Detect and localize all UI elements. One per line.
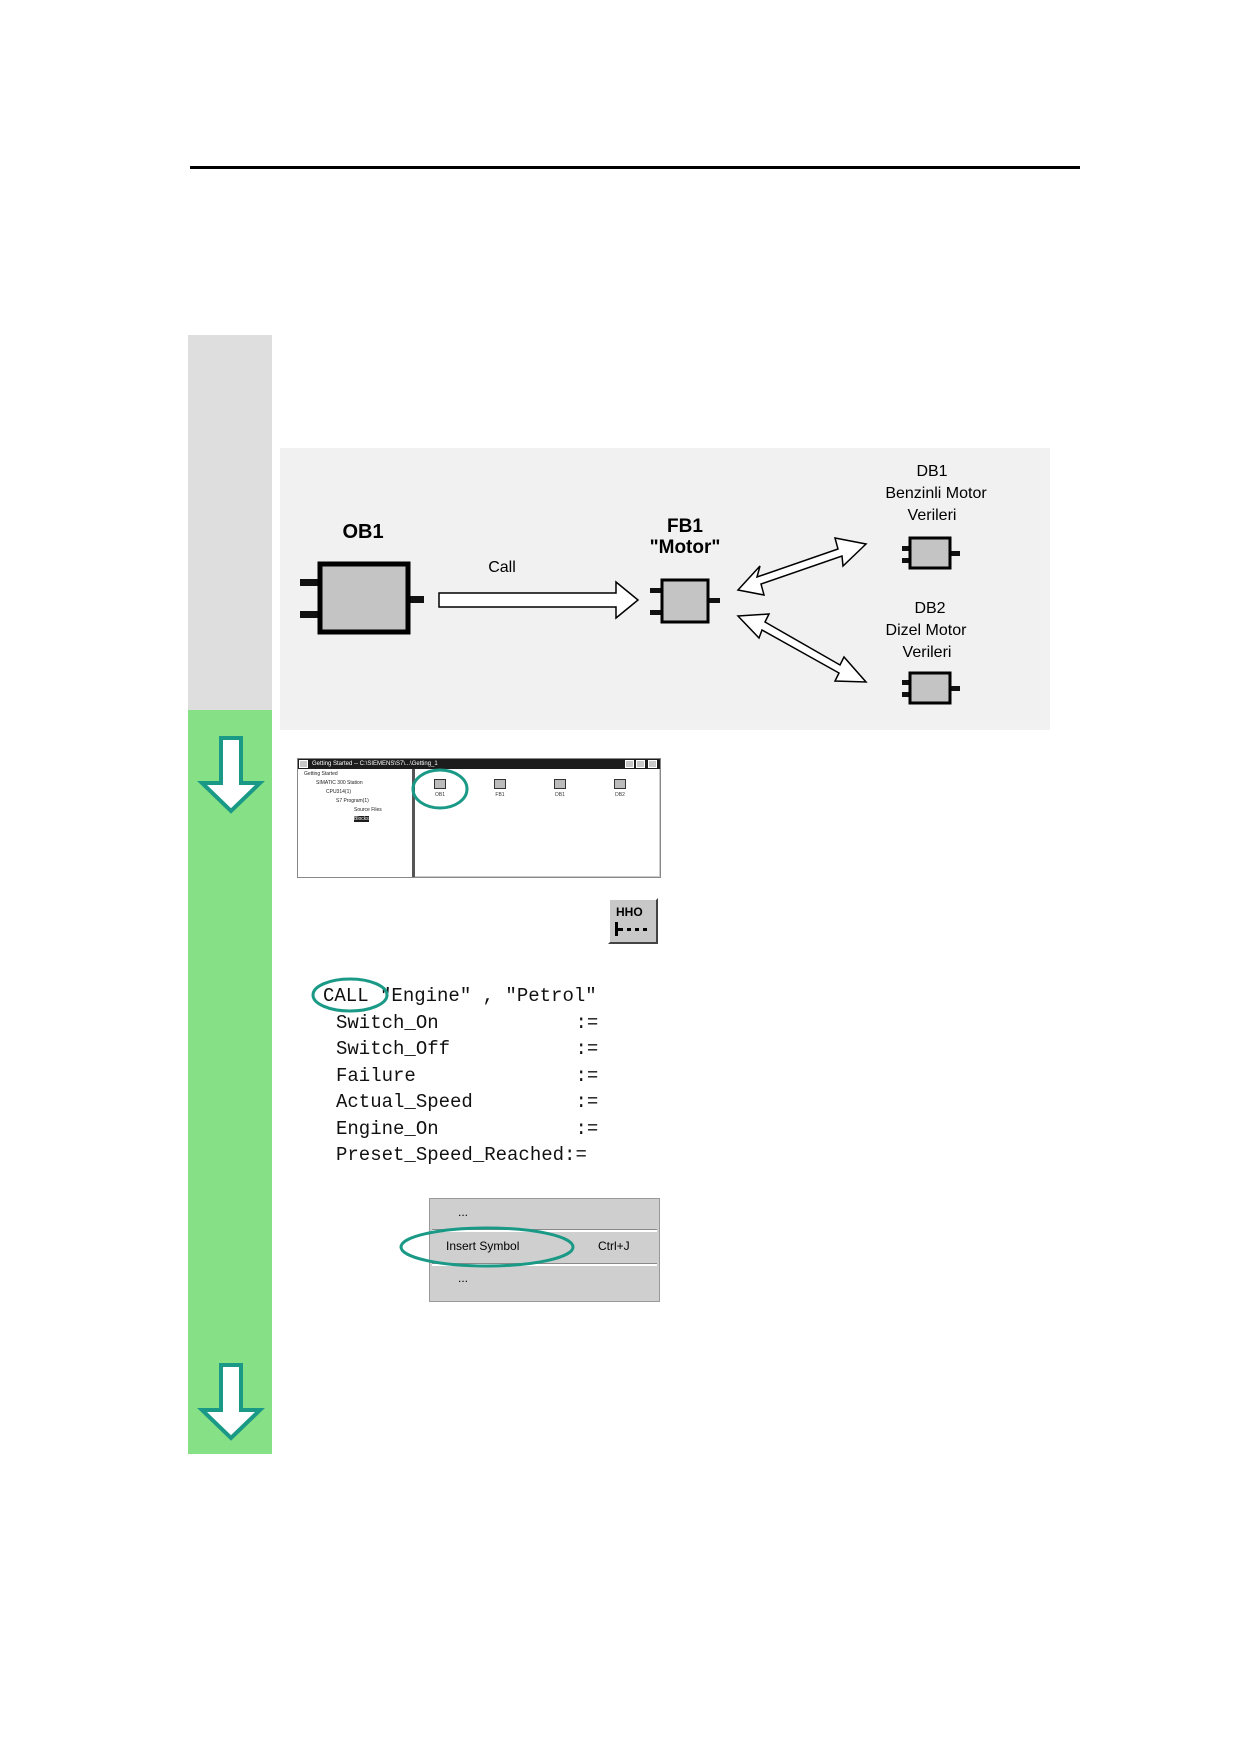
call-keyword: CALL bbox=[323, 985, 369, 1007]
ob1-block bbox=[300, 561, 424, 635]
fb1-block bbox=[650, 578, 720, 624]
window-app-icon bbox=[299, 760, 308, 768]
menu-ellipsis-bottom: ... bbox=[458, 1271, 469, 1285]
call-label: Call bbox=[488, 559, 516, 576]
param-line: Switch_Off := bbox=[336, 1038, 599, 1060]
db2-number: DB2 bbox=[914, 600, 945, 617]
tree-item-program[interactable]: S7 Program(1) bbox=[336, 798, 369, 804]
menu-separator bbox=[432, 1263, 657, 1266]
program-elements-button[interactable]: HHO bbox=[608, 898, 658, 944]
fb1-symbol: "Motor" bbox=[650, 537, 721, 558]
db1-block bbox=[902, 536, 960, 570]
block-call-diagram: OB1 Call FB1 "Motor" DB1 Benzinli Motor … bbox=[280, 448, 1050, 730]
call-arrow bbox=[438, 580, 640, 620]
down-arrow-icon bbox=[197, 1363, 265, 1441]
highlight-circle-ob1 bbox=[411, 768, 469, 810]
block-db1-icon[interactable]: DB1 bbox=[540, 779, 580, 798]
db1-verileri: Verileri bbox=[908, 507, 957, 524]
simatic-manager-window: Getting Started -- C:\SIEMENS\S7\...\Get… bbox=[297, 758, 661, 878]
db2-block bbox=[902, 671, 960, 705]
call-statement-line: CALL "Engine" , "Petrol" bbox=[323, 985, 597, 1007]
insert-symbol-label: Insert Symbol bbox=[446, 1239, 520, 1253]
top-rule bbox=[190, 166, 1080, 169]
block-db2-icon[interactable]: DB2 bbox=[600, 779, 640, 798]
double-arrow-db2 bbox=[736, 613, 868, 683]
down-arrow-icon bbox=[197, 736, 265, 814]
step-band-gray bbox=[188, 335, 272, 710]
ob1-label: OB1 bbox=[342, 521, 383, 543]
insert-symbol-shortcut: Ctrl+J bbox=[598, 1239, 630, 1253]
minimize-button[interactable] bbox=[625, 760, 634, 768]
highlight-circle-call bbox=[311, 977, 389, 1013]
ladder-contact-icon bbox=[615, 922, 647, 936]
window-title: Getting Started -- C:\SIEMENS\S7\...\Get… bbox=[312, 761, 438, 767]
tree-item-station[interactable]: SIMATIC 300 Station bbox=[316, 780, 363, 786]
context-menu: ... Insert Symbol Ctrl+J ... bbox=[429, 1198, 660, 1302]
close-button[interactable] bbox=[648, 760, 657, 768]
menu-separator bbox=[432, 1229, 657, 1232]
window-titlebar: Getting Started -- C:\SIEMENS\S7\...\Get… bbox=[298, 759, 660, 769]
param-line: Preset_Speed_Reached:= bbox=[336, 1144, 587, 1166]
call-arguments: "Engine" , "Petrol" bbox=[368, 985, 597, 1007]
fb1-label: FB1 bbox=[667, 516, 703, 537]
db2-name: Dizel Motor bbox=[886, 622, 968, 639]
tree-item-sources[interactable]: Source Files bbox=[354, 807, 382, 813]
tree-item-cpu[interactable]: CPU314(1) bbox=[326, 789, 352, 795]
param-line: Actual_Speed := bbox=[336, 1091, 599, 1113]
block-ob1-icon[interactable]: OB1 bbox=[420, 779, 460, 798]
param-line: Failure := bbox=[336, 1065, 599, 1087]
menu-ellipsis-top: ... bbox=[458, 1205, 469, 1219]
param-line: Switch_On := bbox=[336, 1012, 599, 1034]
step-band-green bbox=[188, 710, 272, 1454]
program-elements-label: HHO bbox=[616, 905, 643, 919]
highlight-circle-insert-symbol bbox=[399, 1226, 575, 1268]
db2-verileri: Verileri bbox=[903, 644, 952, 661]
block-fb1-icon[interactable]: FB1 bbox=[480, 779, 520, 798]
param-line: Engine_On := bbox=[336, 1118, 599, 1140]
tree-item-blocks[interactable]: Blocks bbox=[354, 816, 369, 822]
db1-number: DB1 bbox=[916, 463, 947, 480]
tree-item-project[interactable]: Getting Started bbox=[304, 771, 338, 777]
maximize-button[interactable] bbox=[636, 760, 645, 768]
db1-name: Benzinli Motor bbox=[885, 485, 987, 502]
project-tree: Getting Started SIMATIC 300 Station CPU3… bbox=[298, 769, 415, 877]
double-arrow-db1 bbox=[736, 537, 868, 596]
